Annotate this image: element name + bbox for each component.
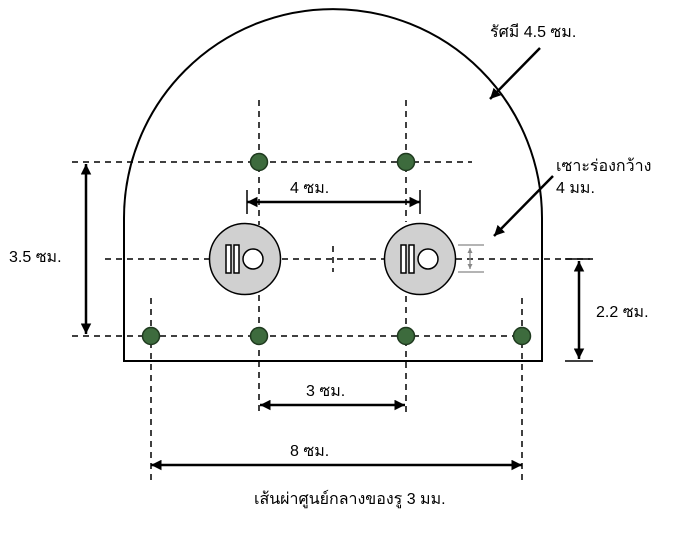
radius-label: รัศมี 4.5 ซม. [490,23,576,41]
dimension-ticks [246,190,593,362]
slot-leader-arrow [493,175,554,237]
height-lower-label: 2.2 ซม. [596,304,649,321]
inner-hole-spacing-label: 4 ซม. [290,180,329,197]
slot-circle-right [383,222,457,296]
slot-width-dimension [458,244,484,273]
hole-top-left [249,152,269,172]
dimension-arrows [80,47,585,471]
hole-top-right [396,152,416,172]
hole-bottom-1 [141,326,161,346]
hole-bottom-2 [249,326,269,346]
plate-outline [123,8,543,362]
radius-leader-arrow [489,47,541,100]
hole-bottom-3 [396,326,416,346]
slot-width-label-line2: 4 มม. [556,180,595,197]
slot-width-label-line1: เซาะร่องกว้าง [556,157,651,175]
hole-bottom-4 [512,326,532,346]
height-total-label: 3.5 ซม. [9,249,62,266]
caption: เส้นผ่าศูนย์กลางของรู 3 มม. [254,489,446,509]
bottom-inner-spacing-label: 3 ซม. [306,383,345,400]
mounting-holes [141,152,532,346]
slot-circle-left [208,222,282,296]
centre-lines [72,100,590,480]
bottom-outer-spacing-label: 8 ซม. [290,443,329,460]
